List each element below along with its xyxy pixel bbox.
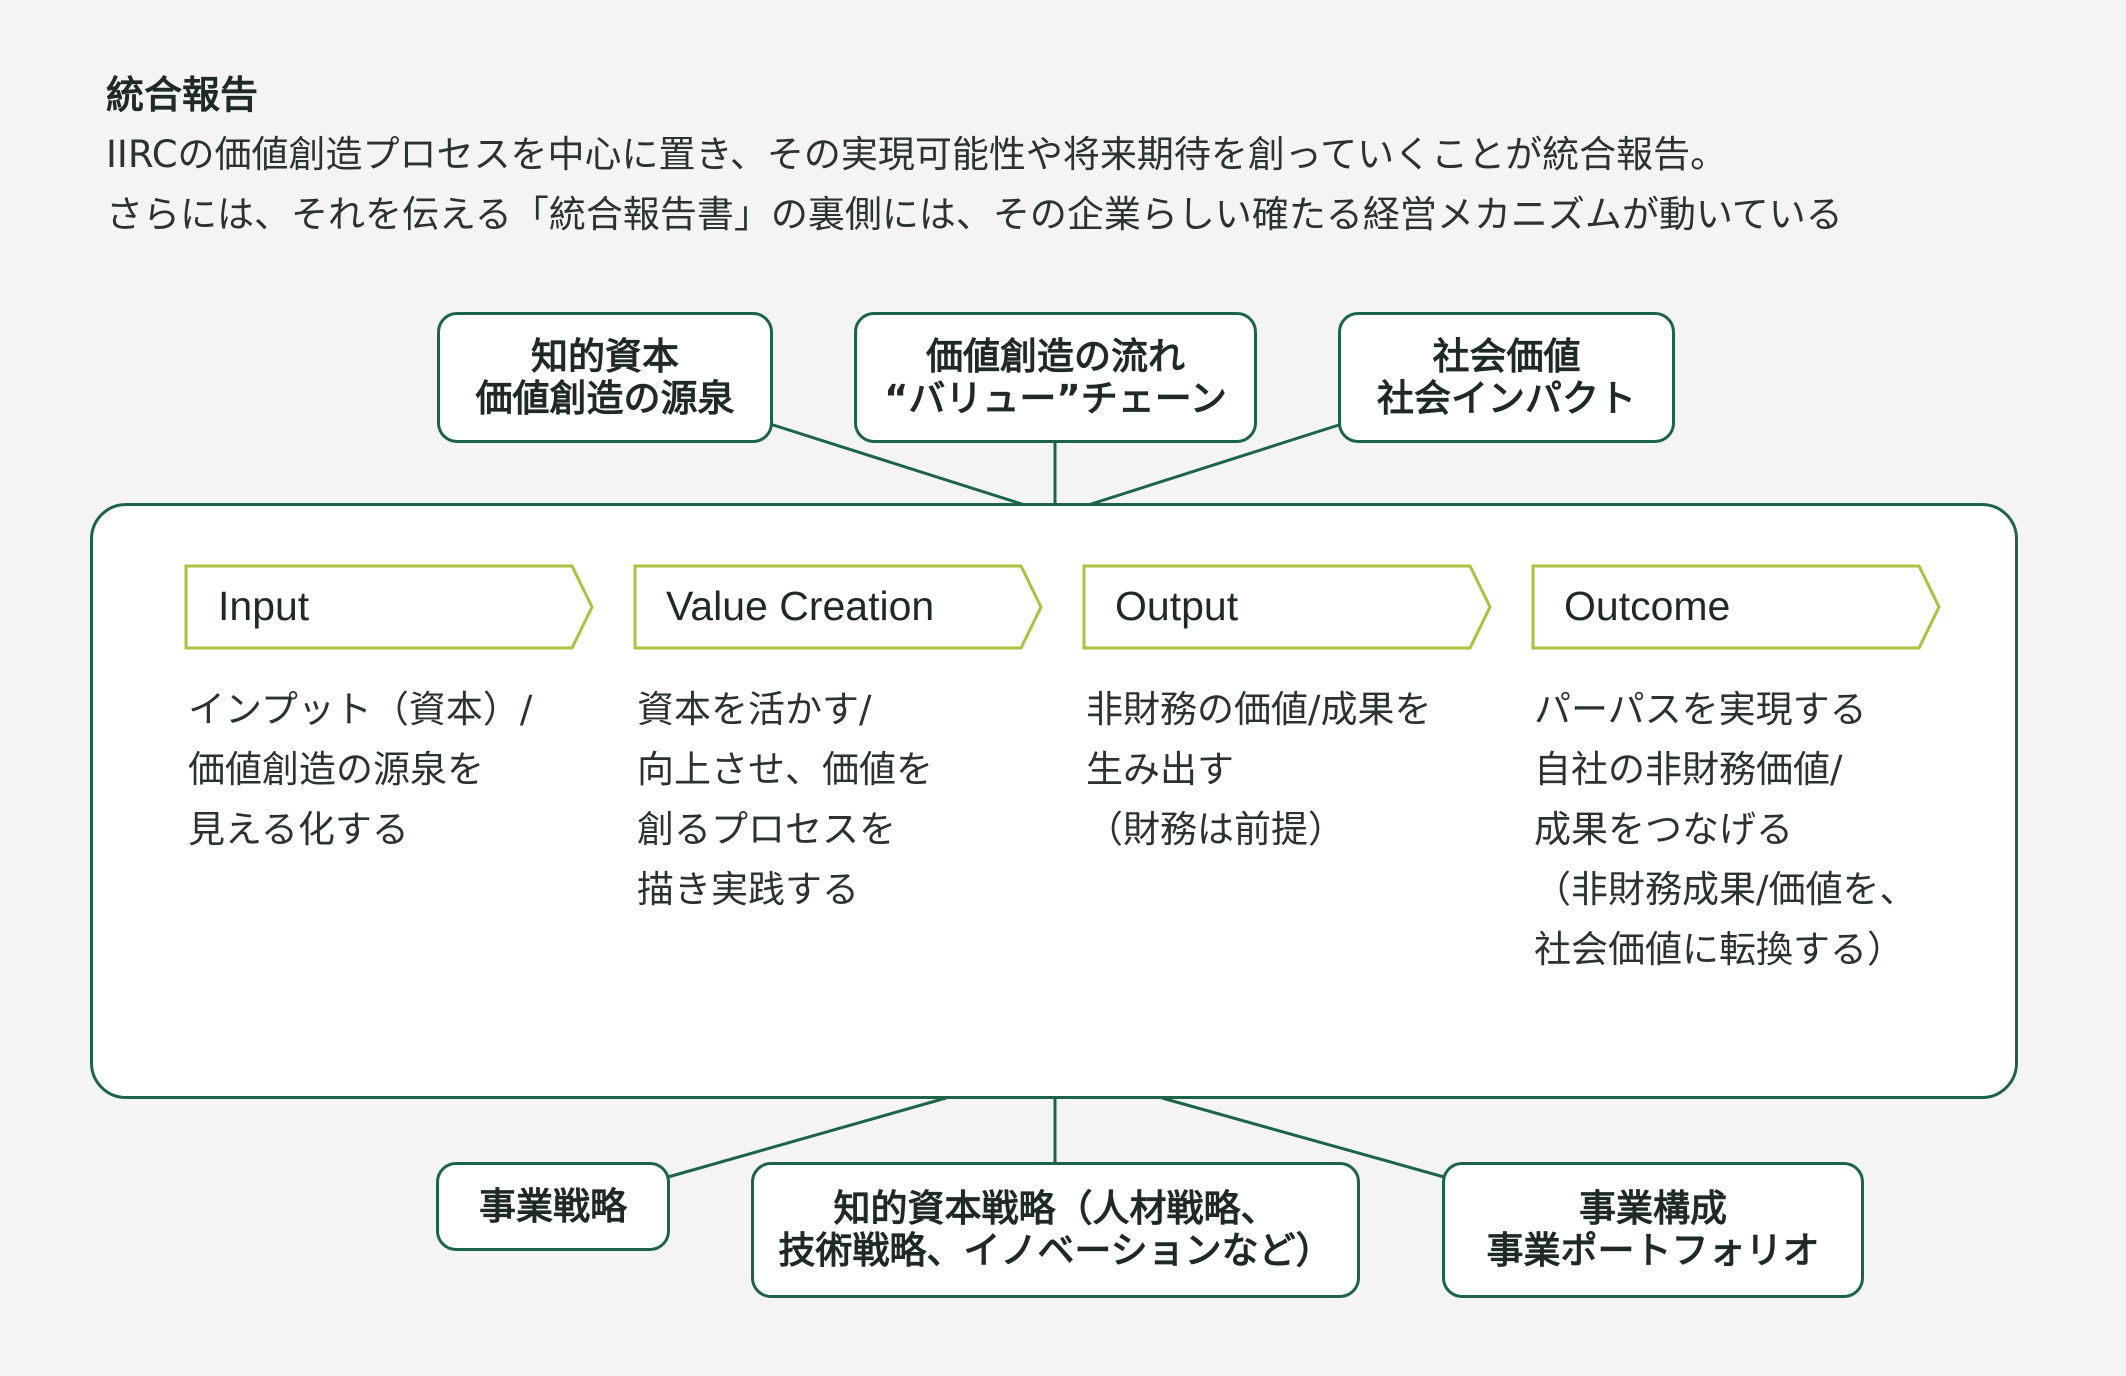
stage-output-arrow — [1082, 564, 1492, 650]
desc-line: 成果をつなげる — [1534, 808, 1793, 851]
connector-top-right — [1087, 422, 1343, 507]
page-title: 統合報告 — [106, 73, 259, 117]
callout-line-1: 価値創造の流れ — [926, 334, 1185, 378]
callout-social-value: 社会価値 社会インパクト — [1338, 312, 1675, 443]
callout-line-2: 事業ポートフォリオ — [1486, 1229, 1820, 1272]
stage-outcome-arrow — [1531, 564, 1941, 650]
callout-line-1: 知的資本戦略（人材戦略、 — [833, 1187, 1278, 1230]
callout-business-strategy: 事業戦略 — [436, 1162, 670, 1251]
desc-line: 自社の非財務価値/ — [1534, 748, 1843, 791]
desc-line: パーパスを実現する — [1534, 688, 1867, 731]
callout-line-2: 価値創造の源泉 — [475, 376, 735, 420]
stage-value-creation-label: Value Creation — [666, 583, 935, 629]
desc-line: 価値創造の源泉を — [188, 748, 484, 791]
stage-input-description: インプット（資本）/ 価値創造の源泉を 見える化する — [188, 680, 532, 860]
stage-output-label: Output — [1115, 583, 1239, 629]
stage-outcome-label: Outcome — [1564, 583, 1731, 629]
callout-intellectual-capital: 知的資本 価値創造の源泉 — [437, 312, 773, 443]
stage-value-creation-description: 資本を活かす/ 向上させ、価値を 創るプロセスを 描き実践する — [637, 680, 933, 920]
connector-bottom-left — [667, 1096, 947, 1179]
callout-line-2: 技術戦略、イノベーションなど） — [778, 1229, 1333, 1272]
connector-top-left — [769, 422, 1026, 507]
desc-line: 描き実践する — [637, 868, 859, 911]
desc-line: 向上させ、価値を — [637, 748, 933, 791]
stage-value-creation-arrow — [633, 564, 1043, 650]
stage-input-label: Input — [218, 583, 310, 629]
callout-intellectual-capital-strategy: 知的資本戦略（人材戦略、 技術戦略、イノベーションなど） — [751, 1162, 1360, 1298]
callout-line-2: “バリュー”チェーン — [884, 376, 1227, 420]
callout-line-1: 社会価値 — [1432, 334, 1581, 378]
desc-line: 創るプロセスを — [637, 808, 896, 851]
desc-line: 非財務の価値/成果を — [1086, 688, 1432, 731]
connector-bottom-right — [1161, 1096, 1445, 1179]
stage-input-arrow — [184, 564, 594, 650]
stage-output-description: 非財務の価値/成果を 生み出す （財務は前提） — [1086, 680, 1431, 860]
callout-line-1: 事業構成 — [1579, 1187, 1727, 1230]
callout-line-1: 知的資本 — [531, 334, 679, 378]
desc-line: 見える化する — [188, 808, 409, 851]
callout-value-chain: 価値創造の流れ “バリュー”チェーン — [854, 312, 1257, 443]
desc-line: （非財務成果/価値を、 — [1534, 868, 1917, 911]
desc-line: 生み出す — [1086, 748, 1234, 791]
callout-line-1: 事業戦略 — [479, 1184, 627, 1228]
desc-line: （財務は前提） — [1086, 808, 1345, 851]
desc-line: インプット（資本）/ — [188, 688, 533, 731]
desc-line: 資本を活かす/ — [637, 688, 872, 731]
desc-line: 社会価値に転換する） — [1534, 928, 1904, 971]
stage-outcome-description: パーパスを実現する 自社の非財務価値/ 成果をつなげる （非財務成果/価値を、 … — [1534, 680, 1916, 980]
intro-text-line-2: さらには、それを伝える「統合報告書」の裏側には、その企業らしい確たる経営メカニズ… — [106, 193, 1843, 236]
callout-business-portfolio: 事業構成 事業ポートフォリオ — [1442, 1162, 1864, 1298]
intro-text-line-1: IIRCの価値創造プロセスを中心に置き、その実現可能性や将来期待を創っていくこと… — [106, 133, 1728, 176]
callout-line-2: 社会インパクト — [1377, 376, 1636, 420]
